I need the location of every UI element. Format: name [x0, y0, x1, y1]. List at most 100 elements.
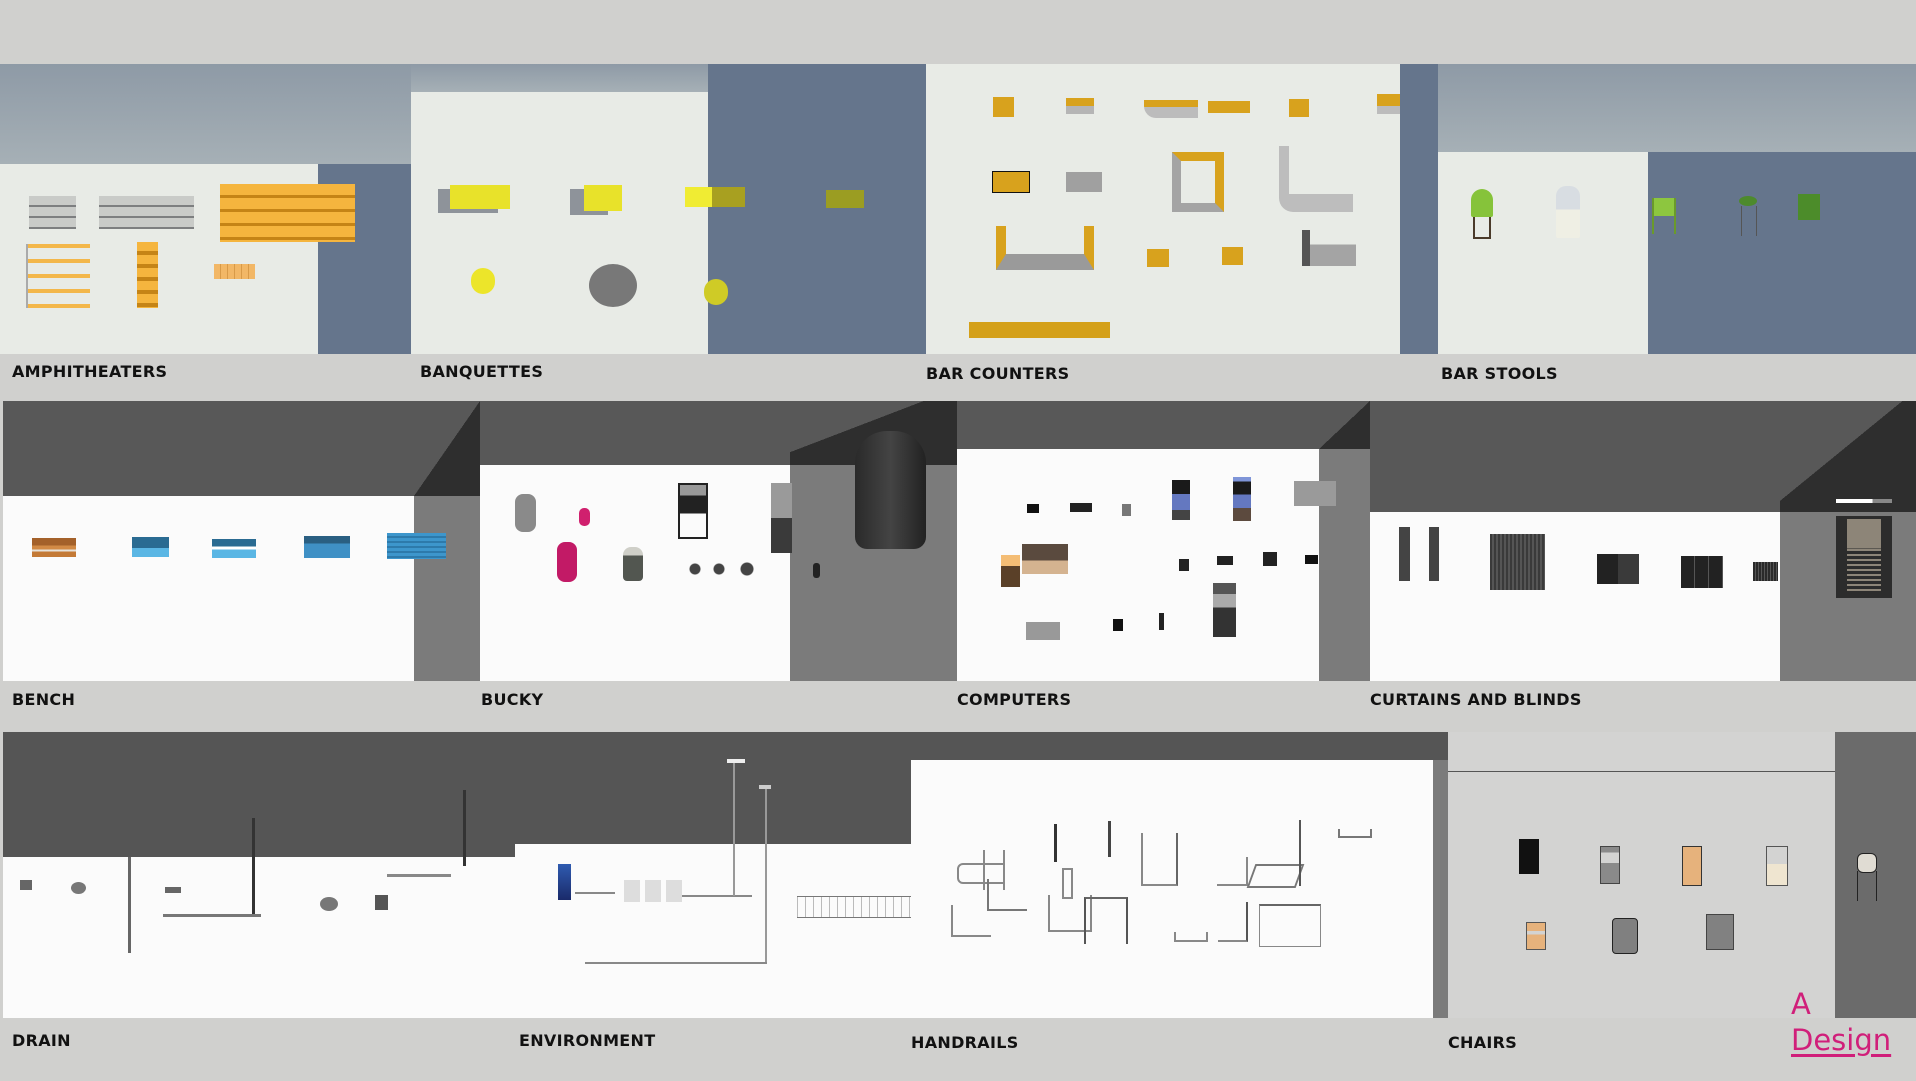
handrail-2 [983, 850, 1005, 890]
curtain-pleated [1490, 534, 1545, 590]
tower-frame [678, 483, 708, 539]
amphitheater-bleacher [26, 244, 90, 308]
side-wall [1433, 760, 1448, 1018]
handrail-8 [987, 879, 1027, 911]
brand-logo-design[interactable]: Design [1791, 1023, 1892, 1057]
banquette-shaded [685, 187, 745, 207]
stool-green-legs [1473, 217, 1491, 239]
monitor-4 [1217, 556, 1233, 565]
handrail-6 [1246, 864, 1305, 888]
panel-banquettes[interactable] [411, 64, 926, 354]
printer [1026, 622, 1060, 640]
amphitheater-amber-column [137, 242, 158, 308]
stool-green-back [1471, 189, 1493, 217]
gutter [387, 874, 451, 877]
silo-black [855, 431, 926, 549]
panel-handrails[interactable] [911, 732, 1448, 1018]
handrail-4 [1141, 833, 1178, 886]
chair-wood-2 [1526, 922, 1546, 950]
wall [957, 401, 1370, 449]
downpipe-2 [252, 818, 255, 914]
handrail-3 [1062, 868, 1073, 899]
side-wall [1835, 732, 1916, 1018]
side-wall [414, 496, 480, 681]
cabinet [771, 483, 792, 553]
counter-1 [993, 97, 1014, 117]
solar-unit [558, 864, 571, 900]
handrail-14 [1259, 904, 1321, 947]
handrail-9 [951, 905, 991, 937]
stool-square-green [1798, 194, 1820, 220]
counter-u-shape [996, 226, 1094, 270]
counter-3 [1144, 100, 1198, 118]
label-handrails: HANDRAILS [911, 1033, 1019, 1052]
label-chairs: CHAIRS [1448, 1033, 1518, 1052]
chair-grey-slat [1600, 846, 1620, 884]
wall [3, 401, 480, 496]
panel-bench[interactable] [3, 401, 480, 681]
monitor-6 [1305, 555, 1318, 564]
drain-fixture-2 [71, 882, 86, 894]
panel-bar-counters[interactable] [926, 64, 1438, 354]
label-amphitheaters: AMPHITHEATERS [12, 362, 168, 381]
wall [1438, 64, 1916, 152]
panel-curtains-and-blinds[interactable] [1370, 401, 1916, 681]
bike-rack [797, 896, 911, 918]
blind-rail [1836, 499, 1892, 503]
monitor-7 [1113, 619, 1123, 631]
chair-cream [1766, 846, 1788, 886]
bench-blue-2 [212, 539, 256, 558]
counter-8 [1066, 172, 1102, 192]
bin-magenta-small [579, 508, 590, 526]
pouf-yellow [471, 268, 495, 294]
panel-computers[interactable] [957, 401, 1370, 681]
pouf-grey [589, 264, 637, 307]
monitor-5 [1263, 552, 1277, 566]
shadow-area [1400, 64, 1438, 354]
top-rule [1448, 771, 1916, 772]
pipe-env-1 [682, 895, 752, 897]
label-bench: BENCH [12, 690, 76, 709]
panel-bar-stools[interactable] [1438, 64, 1916, 354]
handrail-post-2 [1108, 821, 1111, 857]
corner-shadow [1780, 401, 1916, 512]
handrail-12 [1174, 932, 1208, 942]
banquette-dark [826, 190, 864, 208]
turbine-horizontal [575, 892, 615, 894]
curtain-panels [1399, 527, 1439, 581]
pouf-yellow-shaded [704, 279, 728, 305]
wall [515, 732, 911, 844]
counter-9 [1147, 249, 1169, 267]
corner-shadow [1319, 401, 1370, 449]
label-curtains-and-blinds: CURTAINS AND BLINDS [1370, 690, 1582, 709]
monitor-1 [1027, 504, 1039, 513]
bin-grey [623, 547, 643, 581]
counter-long [969, 322, 1110, 338]
grate [375, 895, 388, 910]
handrail-7 [1338, 829, 1372, 838]
chair-shell-legs [1857, 871, 1877, 901]
chair-shell [1857, 853, 1877, 873]
drain-fixture-1 [20, 880, 32, 890]
turbine-head-2 [759, 785, 771, 789]
wall [0, 64, 411, 164]
panel-bucky[interactable] [480, 401, 957, 681]
amphitheater-grey-small [29, 196, 76, 229]
handrail-post-1 [1054, 824, 1057, 862]
panel-chairs[interactable]: A [1448, 732, 1916, 1018]
counter-2 [1066, 98, 1094, 114]
bench-blue-ornate [304, 536, 350, 558]
small-post [813, 563, 820, 578]
shadow-area [1648, 152, 1916, 354]
blind-slats [1847, 519, 1881, 593]
panel-amphitheaters[interactable] [0, 64, 411, 354]
counter-5 [1289, 99, 1309, 117]
handrail-5 [1217, 857, 1248, 886]
panel-drain[interactable] [3, 732, 515, 1018]
tower-cpu [1122, 504, 1131, 516]
bench-blue-corner [387, 533, 446, 559]
downpipe-3 [463, 790, 466, 866]
standing-desk [1294, 481, 1336, 506]
panel-environment[interactable] [515, 732, 911, 1018]
wall [3, 732, 515, 857]
